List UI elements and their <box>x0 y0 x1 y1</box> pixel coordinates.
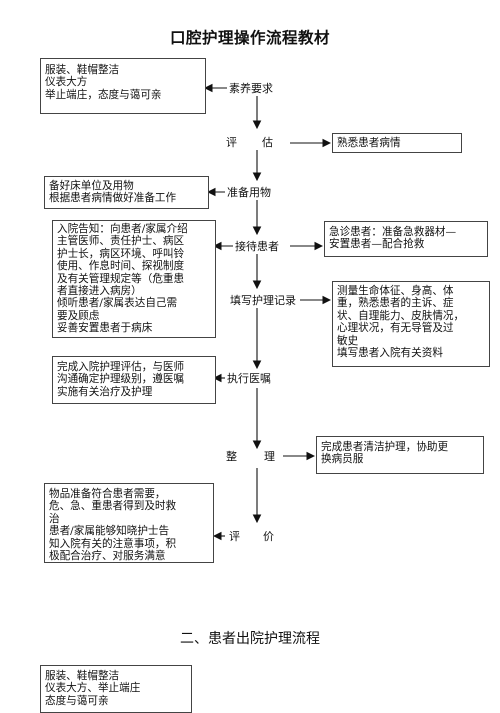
box-discharge-appearance: 服装、鞋帽整洁 仪表大方、举止端庄 态度与蔼可亲 <box>40 665 192 713</box>
step-prepare-supplies: 准备用物 <box>227 186 271 199</box>
box-emergency: 急诊患者：准备急救器材— 安置患者—配合抢救 <box>324 221 488 257</box>
box-prepare-bed: 备好床单位及用物 根据患者病情做好准备工作 <box>44 176 209 209</box>
step-assess-2: 估 <box>262 136 273 149</box>
step-nursing-record: 填写护理记录 <box>230 294 296 307</box>
step-evaluate-2: 价 <box>263 530 274 543</box>
box-know-condition: 熟悉患者病情 <box>332 133 462 153</box>
step-tidy-1: 整 <box>226 450 237 463</box>
box-admission-notice: 入院告知：向患者/家属介绍 主管医师、责任护士、病区 护士长，病区环境、呼叫铃 … <box>52 220 216 338</box>
box-appearance: 服装、鞋帽整洁 仪表大方 举止端庄，态度与蔼可亲 <box>40 58 206 114</box>
step-evaluate-1: 评 <box>229 530 240 543</box>
box-vital-signs: 测量生命体征、身高、体 重，熟悉患者的主诉、症 状、自理能力、皮肤情况， 心理状… <box>332 281 490 367</box>
step-conduct-requirements: 素养要求 <box>229 82 273 95</box>
step-tidy-2: 理 <box>264 450 275 463</box>
step-execute-orders: 执行医嘱 <box>227 372 271 385</box>
section-2-title: 二、患者出院护理流程 <box>180 631 320 647</box>
step-assess-1: 评 <box>226 136 237 149</box>
page-title: 口腔护理操作流程教材 <box>169 29 330 47</box>
step-receive-patient: 接待患者 <box>235 240 279 253</box>
box-cleaning-care: 完成患者清洁护理，协助更 换病员服 <box>316 436 484 474</box>
box-evaluation-criteria: 物品准备符合患者需要， 危、急、重患者得到及时救 治 患者/家属能够知晓护士告 … <box>44 483 214 563</box>
box-admission-assessment: 完成入院护理评估，与医师 沟通确定护理级别，遵医嘱 实施有关治疗及护理 <box>52 356 216 404</box>
